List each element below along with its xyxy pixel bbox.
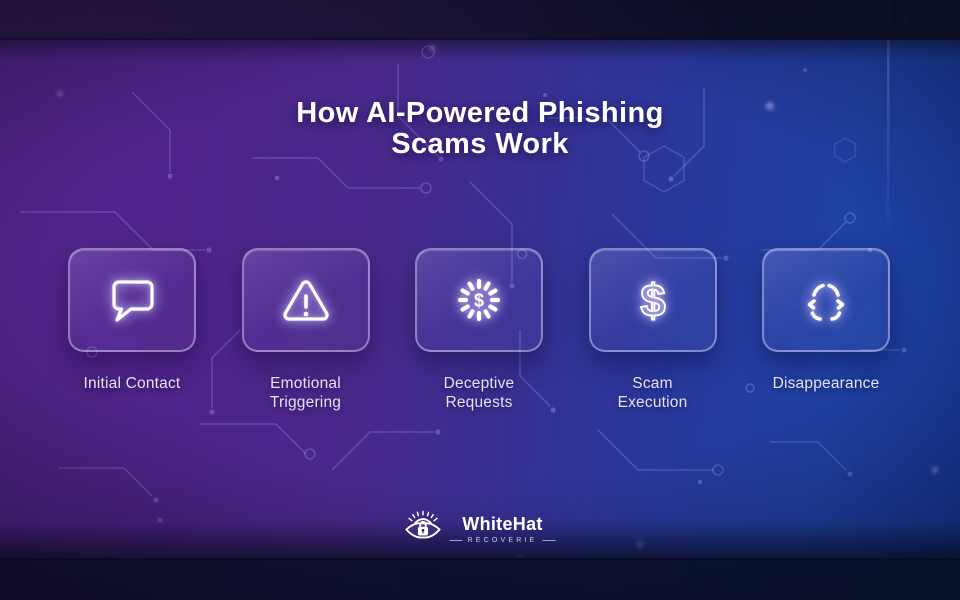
brand-name: WhiteHat — [462, 513, 543, 534]
top-dark-band — [0, 0, 960, 40]
svg-text:$: $ — [474, 291, 484, 311]
step-disappearance: Disappearance — [762, 248, 890, 412]
step-card: $ — [588, 248, 717, 352]
step-emotional-triggering: Emotional Triggering — [240, 248, 372, 412]
step-label: Deceptive Requests — [413, 374, 545, 412]
step-label-line: Scam — [632, 375, 673, 392]
step-label: Scam Execution — [587, 374, 719, 412]
step-card: $ — [415, 248, 543, 352]
step-initial-contact: Initial Contact — [68, 248, 196, 412]
whitehat-logo: WhiteHat RECOVERIE — [404, 509, 556, 550]
top-fade — [0, 38, 960, 60]
title-line-1: How AI-Powered Phishing — [296, 97, 664, 129]
whitehat-logo-icon — [405, 510, 441, 539]
step-label-line: Requests — [445, 394, 513, 411]
step-label-line: Execution — [617, 394, 688, 411]
svg-text:$: $ — [640, 275, 665, 326]
steps-row: Initial Contact Emotional Triggering — [68, 248, 890, 412]
step-label-line: Emotional — [270, 375, 341, 392]
step-scam-execution: $ Scam Execution — [587, 248, 719, 412]
step-deceptive-requests: $ Deceptive Requests — [415, 248, 543, 412]
step-label: Emotional Triggering — [240, 374, 372, 412]
step-label-line: Initial Contact — [83, 375, 181, 392]
step-label: Initial Contact — [66, 374, 198, 393]
step-card — [241, 248, 370, 352]
bottom-fade — [0, 522, 960, 560]
dollar-spinner-icon: $ — [457, 278, 501, 322]
title-line-2: Scams Work — [391, 128, 569, 160]
warning-triangle-icon — [282, 280, 329, 321]
dollar-sign-icon: $ — [639, 274, 666, 327]
tagline-row: RECOVERIE — [449, 536, 556, 545]
tagline-dash — [449, 540, 463, 541]
tagline-dash — [542, 540, 556, 541]
step-label-line: Disappearance — [772, 375, 880, 392]
page-title: How AI-Powered Phishing Scams Work — [0, 98, 960, 160]
logo-text: WhiteHat RECOVERIE — [449, 513, 556, 545]
bottom-dark-band — [0, 558, 960, 600]
disappearing-person-icon — [807, 283, 845, 321]
brand-tagline: RECOVERIE — [467, 536, 538, 544]
step-label: Disappearance — [760, 374, 892, 393]
step-card — [68, 248, 196, 352]
chat-bubble-icon — [112, 280, 154, 322]
step-label-line: Triggering — [269, 394, 342, 411]
step-card — [762, 248, 890, 352]
step-label-line: Deceptive — [443, 375, 515, 392]
